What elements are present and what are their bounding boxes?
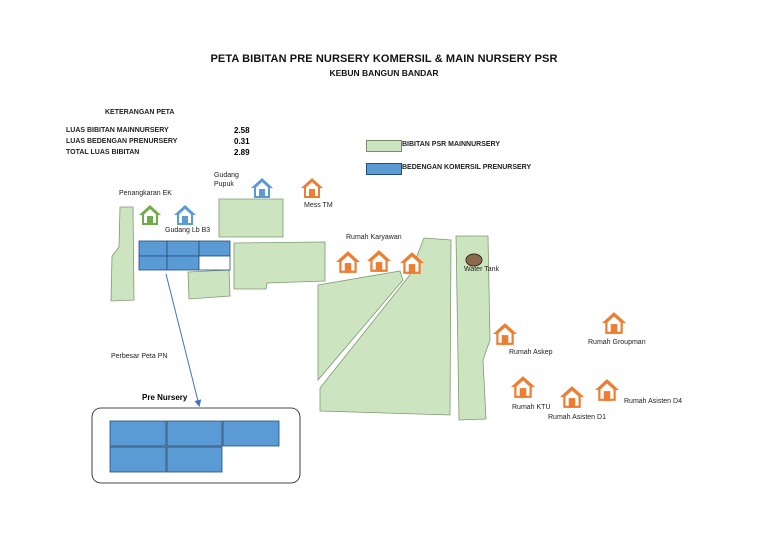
map-subtitle: KEBUN BANGUN BANDAR xyxy=(329,68,439,78)
block-gudang-pupuk xyxy=(218,198,284,238)
map-title: PETA BIBITAN PRE NURSERY KOMERSIL & MAIN… xyxy=(210,53,558,65)
water-tank-icon xyxy=(465,253,483,267)
label-pre-nursery: Pre Nursery xyxy=(142,393,188,402)
house-icon-orange xyxy=(511,376,535,398)
bed xyxy=(166,255,200,271)
label-gudang-pupuk-1: Gudang xyxy=(214,172,239,179)
house-icon-orange xyxy=(595,379,619,401)
prenursery-beds xyxy=(138,240,231,271)
block-east-strip xyxy=(455,235,491,421)
label-rumah-askep: Rumah Askep xyxy=(509,349,553,356)
label-gudang-pupuk-2: Pupuk xyxy=(214,181,234,188)
bed xyxy=(222,420,280,447)
legend-label-mainnursery: BIBITAN PSR MAINNURSERY xyxy=(402,141,501,148)
block-west-of-road xyxy=(317,270,404,382)
bed xyxy=(166,240,200,257)
house-icon-blue xyxy=(251,178,273,198)
house-icon-orange xyxy=(367,250,391,272)
bed xyxy=(166,420,223,447)
block-small-south xyxy=(187,269,231,300)
block-center-west xyxy=(233,241,326,290)
label-penangkaran: Penangkaran EK xyxy=(119,190,172,197)
house-icon-orange xyxy=(493,323,517,345)
label-rumah-asisten-d1: Rumah Asisten D1 xyxy=(548,414,606,421)
label-rumah-groupman: Rumah Groupman xyxy=(588,339,646,346)
house-icon-orange xyxy=(400,252,424,274)
label-gudang-lb3: Gudang Lb B3 xyxy=(165,227,211,234)
label-mess-tm: Mess TM xyxy=(304,202,333,209)
row-value: 2.58 xyxy=(234,126,250,135)
house-icon-green xyxy=(139,205,161,225)
house-icon-orange xyxy=(336,251,360,273)
keterangan-heading: KETERANGAN PETA xyxy=(105,109,175,116)
bed xyxy=(138,255,168,271)
house-icon-blue xyxy=(174,205,196,225)
house-icon-orange xyxy=(301,178,323,198)
label-rumah-ktu: Rumah KTU xyxy=(512,404,551,411)
house-icon-orange xyxy=(560,386,584,408)
bed xyxy=(109,420,167,447)
label-water-tank: Water Tank xyxy=(464,266,500,273)
row-label: LUAS BEDENGAN PRENURSERY xyxy=(66,138,178,145)
label-perbesar: Perbesar Peta PN xyxy=(111,353,168,360)
row-label: TOTAL LUAS BIBITAN xyxy=(66,149,140,156)
row-label: LUAS BIBITAN MAINNURSERY xyxy=(66,127,169,134)
bed xyxy=(198,240,231,257)
block-west-strip xyxy=(110,206,135,302)
bed xyxy=(138,240,168,257)
row-value: 2.89 xyxy=(234,148,250,157)
legend-label-prenursery: BEDENGAN KOMERSIL PRENURSERY xyxy=(402,164,532,171)
legend-swatch-mainnursery xyxy=(366,140,402,152)
pre-nursery-enlarged-beds xyxy=(109,420,280,473)
label-rumah-karyawan: Rumah Karyawan xyxy=(346,234,402,241)
enlarge-arrow xyxy=(165,273,202,407)
block-east-of-road xyxy=(319,237,452,416)
bed xyxy=(166,446,223,473)
legend-swatch-prenursery xyxy=(366,163,402,175)
bed-empty xyxy=(198,255,231,271)
label-rumah-asisten-d4: Rumah Asisten D4 xyxy=(624,398,682,405)
bed xyxy=(109,446,167,473)
house-icon-orange xyxy=(602,312,626,334)
row-value: 0.31 xyxy=(234,137,250,146)
